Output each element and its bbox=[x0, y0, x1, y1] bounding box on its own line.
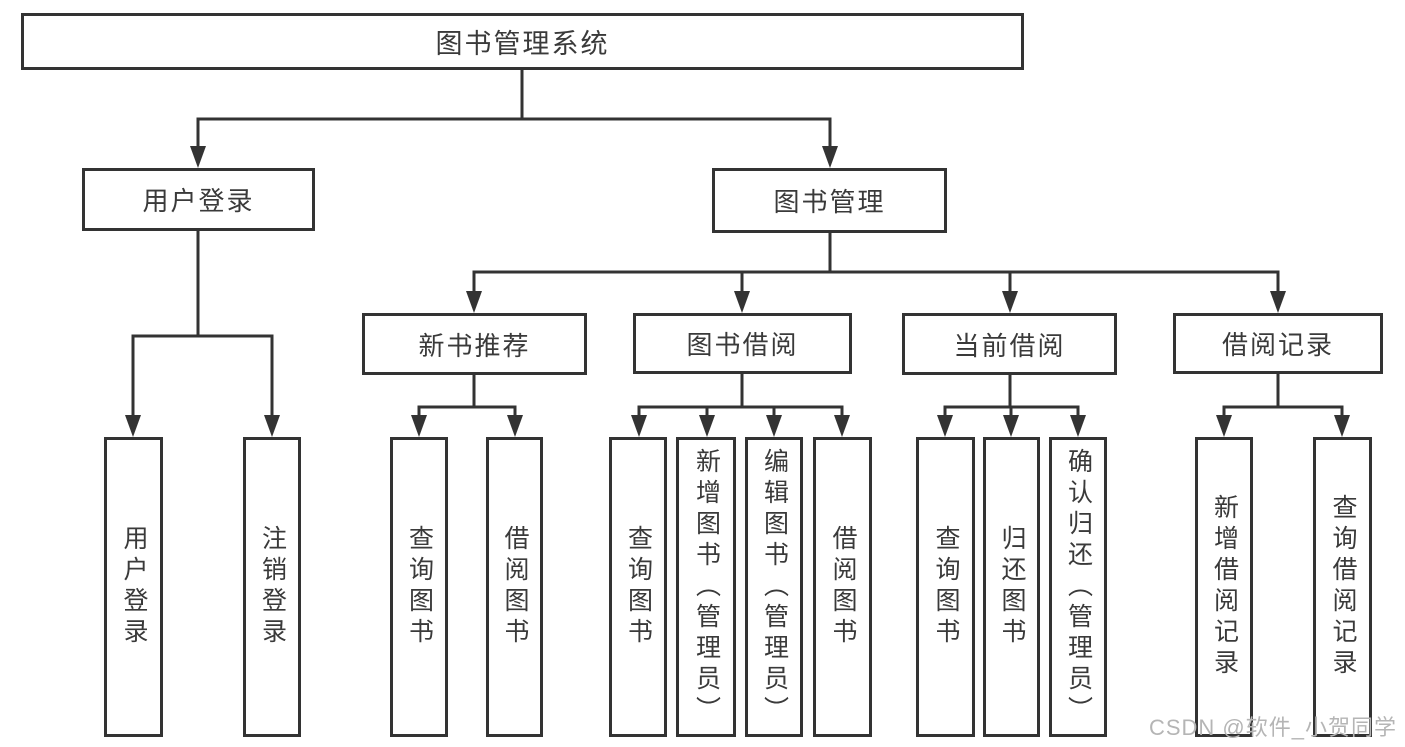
arrow-down-icon bbox=[937, 415, 953, 437]
arrow-down-icon bbox=[1270, 291, 1286, 313]
arrow-down-icon bbox=[125, 415, 141, 437]
leaf-query-borrow-record: 查询借阅记录 bbox=[1313, 437, 1372, 737]
connector-book-mgmt-to-level3 bbox=[472, 233, 1280, 309]
arrow-down-icon bbox=[766, 415, 782, 437]
arrow-down-icon bbox=[822, 146, 838, 168]
node-book-borrow: 图书借阅 bbox=[633, 313, 852, 374]
node-book-management: 图书管理 bbox=[712, 168, 947, 233]
node-current-borrow: 当前借阅 bbox=[902, 313, 1117, 375]
leaf-query-book-current: 查询图书 bbox=[916, 437, 975, 737]
node-user-login: 用户登录 bbox=[82, 168, 315, 231]
arrow-down-icon bbox=[699, 415, 715, 437]
node-new-book-recommend: 新书推荐 bbox=[362, 313, 587, 375]
csdn-watermark: CSDN @软件_小贺同学 bbox=[1148, 715, 1397, 740]
node-borrow-record: 借阅记录 bbox=[1173, 313, 1383, 374]
arrow-down-icon bbox=[507, 415, 523, 437]
leaf-borrow-book-recommend: 借阅图书 bbox=[486, 437, 543, 737]
arrow-down-icon bbox=[466, 291, 482, 313]
arrow-down-icon bbox=[1070, 415, 1086, 437]
leaf-user-login: 用户登录 bbox=[104, 437, 163, 737]
leaf-borrow-book: 借阅图书 bbox=[813, 437, 872, 737]
arrow-down-icon bbox=[1216, 415, 1232, 437]
leaf-confirm-return-admin: 确认归还（管理员） bbox=[1049, 437, 1107, 737]
connector-borrow-record-to-leaves bbox=[1222, 374, 1344, 433]
connector-book-borrow-to-leaves bbox=[637, 374, 844, 433]
connector-user-login-to-leaves bbox=[131, 231, 274, 433]
arrow-down-icon bbox=[631, 415, 647, 437]
leaf-logout: 注销登录 bbox=[243, 437, 301, 737]
arrow-down-icon bbox=[264, 415, 280, 437]
leaf-query-book-recommend: 查询图书 bbox=[390, 437, 448, 737]
leaf-query-book-borrow: 查询图书 bbox=[609, 437, 667, 737]
arrow-down-icon bbox=[411, 415, 427, 437]
leaf-add-book-admin: 新增图书（管理员） bbox=[676, 437, 736, 737]
connector-root-to-level2 bbox=[196, 70, 832, 164]
leaf-return-book: 归还图书 bbox=[983, 437, 1040, 737]
arrow-down-icon bbox=[834, 415, 850, 437]
connector-new-book-rec-to-leaves bbox=[417, 375, 517, 433]
connector-lines bbox=[131, 70, 1344, 433]
leaf-add-borrow-record: 新增借阅记录 bbox=[1195, 437, 1253, 737]
arrow-down-icon bbox=[734, 291, 750, 313]
leaf-edit-book-admin: 编辑图书（管理员） bbox=[745, 437, 803, 737]
arrow-down-icon bbox=[1334, 415, 1350, 437]
node-library-management-system: 图书管理系统 bbox=[21, 13, 1024, 70]
arrow-down-icon bbox=[1002, 291, 1018, 313]
arrow-down-icon bbox=[1003, 415, 1019, 437]
arrow-down-icon bbox=[190, 146, 206, 168]
arrowheads bbox=[125, 146, 1350, 437]
